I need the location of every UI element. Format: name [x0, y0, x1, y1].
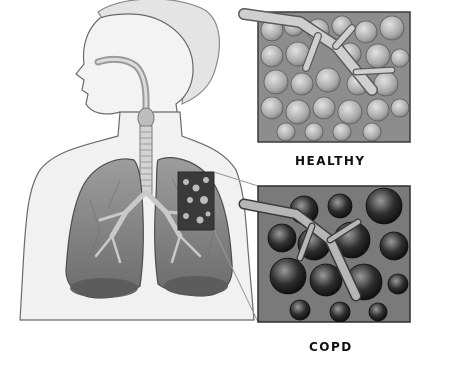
human-torso-illustration: [20, 0, 258, 322]
healthy-label: HEALTHY: [295, 154, 366, 168]
alveoli-healthy-illustration: [244, 12, 410, 142]
alveoli-copd-illustration: [244, 186, 410, 322]
trachea: [140, 126, 152, 194]
copd-label: COPD: [309, 340, 353, 354]
larynx: [138, 108, 154, 128]
